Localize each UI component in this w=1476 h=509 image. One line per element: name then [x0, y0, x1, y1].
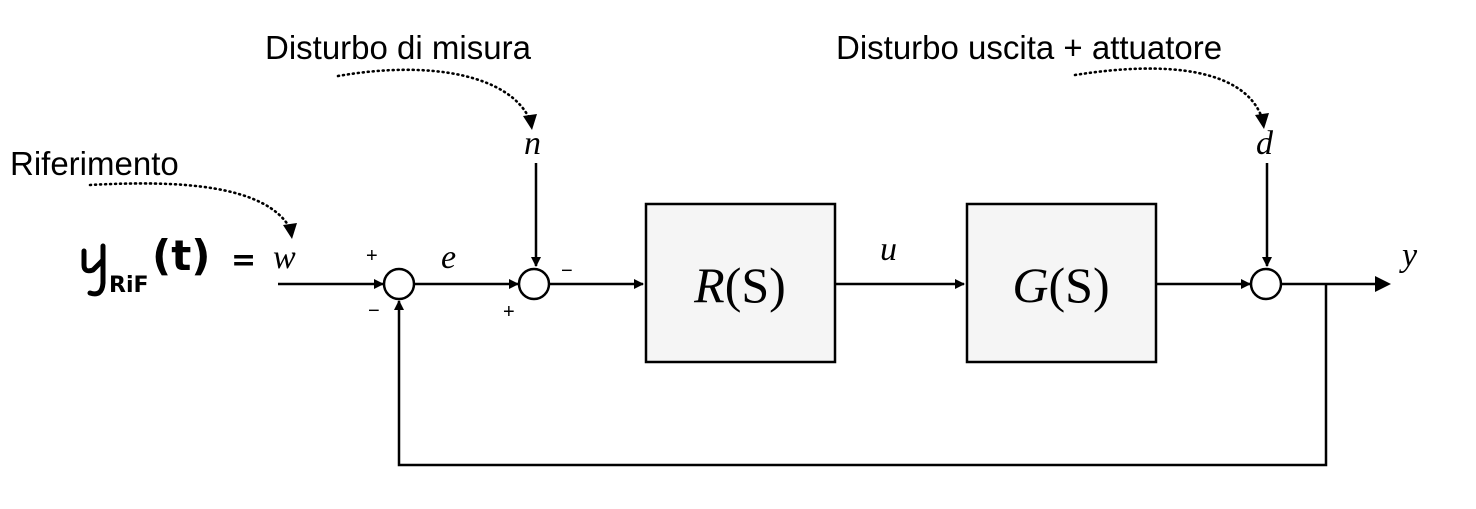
handwritten-subscript: RiF [109, 273, 149, 298]
output-disturbance-label: Disturbo uscita + attuatore [836, 29, 1222, 66]
measurement-disturbance-pointer-head [523, 114, 537, 130]
signal-w-label: w [273, 239, 296, 276]
signal-u-label: u [880, 231, 897, 268]
handwritten-arg: (t) [152, 231, 210, 280]
controller-block [644, 202, 837, 364]
summing-junction-1 [382, 267, 416, 301]
sum2-right-sign: − [561, 260, 573, 282]
reference-pointer-head [283, 223, 297, 239]
measurement-disturbance-pointer [336, 68, 532, 122]
signal-n-label: n [524, 125, 541, 162]
signal-d-label: d [1256, 125, 1274, 162]
handwritten-reference-expression: RiF (t) = [81, 231, 256, 298]
controller-label: R(S) [693, 257, 786, 313]
handwritten-equals: = [231, 243, 256, 278]
output-disturbance-pointer [1073, 67, 1264, 120]
sum1-bottom-sign: − [368, 300, 380, 322]
sum1-top-sign: + [366, 245, 378, 267]
summing-junction-2 [517, 267, 551, 301]
measurement-disturbance-label: Disturbo di misura [265, 29, 532, 66]
signal-y-label: y [1399, 237, 1418, 274]
signal-e-label: e [441, 239, 456, 276]
summing-junction-3 [1249, 267, 1283, 301]
plant-label: G(S) [1012, 257, 1109, 313]
sum2-bottom-sign: + [503, 301, 515, 323]
reference-label: Riferimento [10, 145, 179, 182]
output-arrow-head [1375, 276, 1391, 292]
feedback-line [394, 284, 1328, 467]
output-disturbance-pointer-head [1255, 113, 1269, 129]
reference-pointer [88, 182, 292, 230]
